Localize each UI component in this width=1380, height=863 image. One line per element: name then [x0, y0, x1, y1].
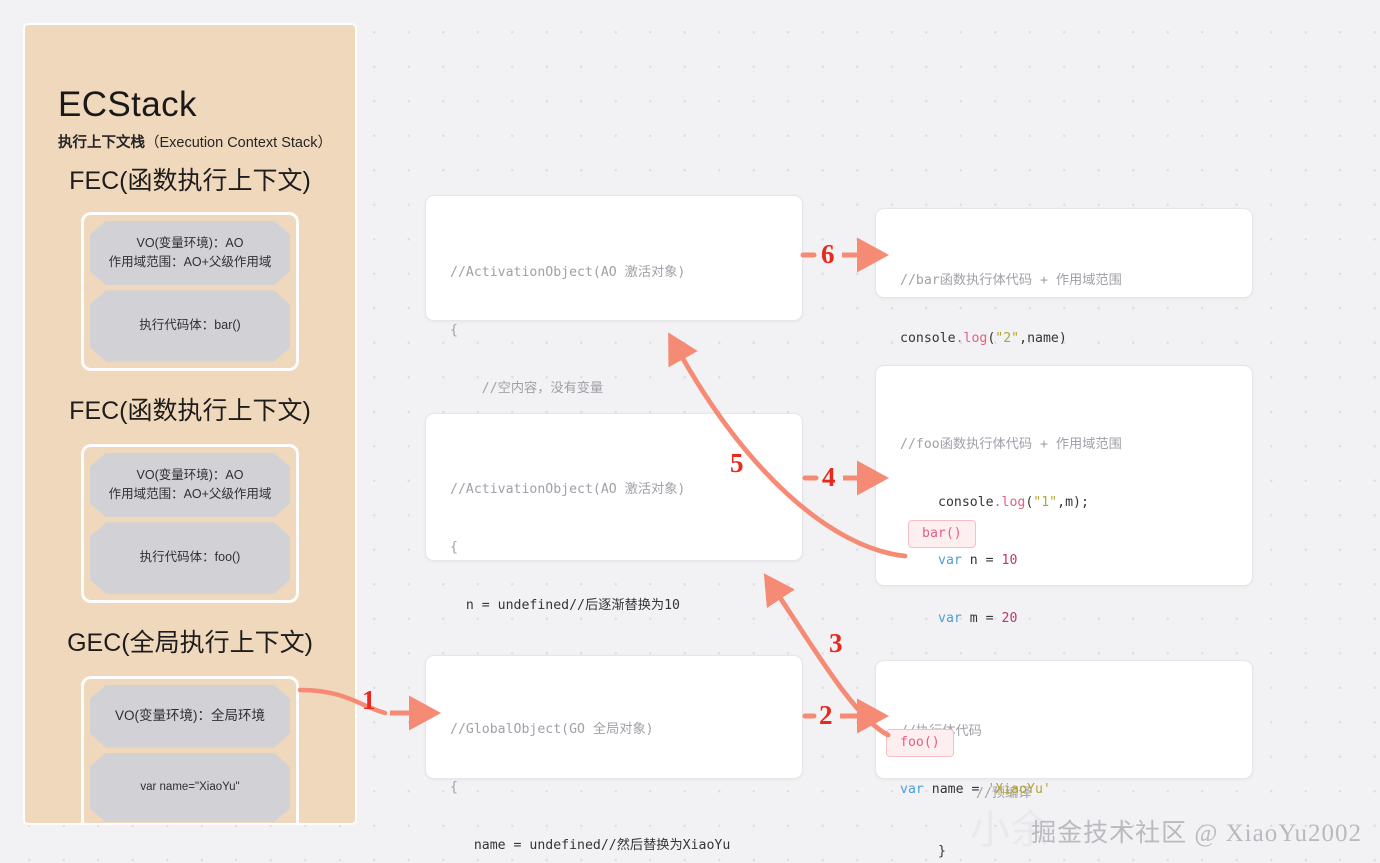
vo-line-2: 作用域范围：AO+父级作用域 [108, 487, 272, 501]
watermark-ghost: 小余 [970, 807, 1050, 852]
context-card-fec-bar: VO(变量环境)：AO 作用域范围：AO+父级作用域 执行代码体：bar() [81, 211, 299, 371]
code-token: 20 [1001, 611, 1018, 627]
panel-subtitle-en: （Execution Context Stack） [145, 135, 332, 151]
bar-call-box[interactable]: bar() [908, 520, 976, 548]
vo-box-fec-foo: VO(变量环境)：AO 作用域范围：AO+父级作用域 [90, 453, 290, 518]
code-token: ( [987, 331, 996, 347]
vo-box-gec: VO(变量环境)：全局环境 [90, 685, 290, 748]
code-token: m = [961, 611, 1002, 627]
context-card-fec-foo: VO(变量环境)：AO 作用域范围：AO+父级作用域 执行代码体：foo() [81, 443, 299, 603]
code-line: //foo函数执行体代码 + 作用域范围 [900, 436, 1122, 452]
global-code: //执行体代码 var name = 'XiaoYu' [876, 661, 1252, 838]
code-token: ,name) [1019, 331, 1067, 347]
code-line: console.log("2",name) [900, 329, 1252, 348]
panel-subtitle: 执行上下文栈（Execution Context Stack） [58, 136, 355, 151]
arrow-number-2: 2 [819, 700, 833, 730]
section-heading-gec: GEC(全局执行上下文) [67, 628, 313, 657]
body-box-gec: var name="XiaoYu" [90, 753, 290, 823]
code-token: .log [993, 495, 1026, 511]
context-card-gec: VO(变量环境)：全局环境 var name="XiaoYu" [81, 675, 299, 823]
arrow-number-6: 6 [821, 239, 835, 269]
code-line: n = undefined//后逐渐替换为10 [450, 598, 680, 614]
code-line: //ActivationObject(AO 激活对象) [450, 481, 686, 497]
foo-call-box-wrap: foo() [886, 729, 954, 757]
code-token: var [900, 782, 924, 798]
code-line: name = undefined//然后替换为XiaoYu [450, 838, 731, 854]
arrow-number-4: 4 [822, 462, 836, 492]
code-token: "1" [1033, 495, 1058, 511]
code-token: 10 [1001, 553, 1018, 569]
code-line: //ActivationObject(AO 激活对象) [450, 264, 686, 280]
body-box-fec-bar: 执行代码体：bar() [90, 290, 290, 361]
code-token: ,m); [1057, 495, 1089, 511]
vo-line-2: 作用域范围：AO+父级作用域 [108, 254, 272, 269]
bar-code: //bar函数执行体代码 + 作用域范围 console.log("2",nam… [876, 209, 1252, 387]
code-line: } [938, 843, 946, 859]
code-line: var m = 20 [900, 609, 1252, 628]
code-token: .log [955, 331, 988, 347]
code-line: { [450, 780, 458, 796]
panel-subtitle-cn: 执行上下文栈 [58, 135, 145, 151]
code-line: var name = 'XiaoYu' [900, 780, 1252, 799]
ecstack-panel: ECStack 执行上下文栈（Execution Context Stack） … [25, 25, 355, 823]
code-token: var [938, 553, 962, 569]
code-line: var n = 10 [900, 551, 1252, 570]
arrow-number-1: 1 [362, 685, 376, 715]
vo-line-1: VO(变量环境)：全局环境 [115, 707, 265, 723]
page-title: ECStack [58, 85, 197, 124]
code-line: //GlobalObject(GO 全局对象) [450, 721, 654, 737]
global-object-card: //GlobalObject(GO 全局对象) { name = undefin… [425, 655, 803, 853]
code-line: //空内容，没有变量 [450, 381, 604, 397]
vo-line-1: VO(变量环境)：AO [136, 235, 244, 250]
code-line: //bar函数执行体代码 + 作用域范围 [900, 272, 1122, 288]
body-box-fec-foo: 执行代码体：foo() [90, 522, 290, 593]
code-token: console [938, 495, 994, 511]
code-token: var [938, 611, 962, 627]
arrow-number-3: 3 [829, 628, 843, 658]
ao-bar-card: //ActivationObject(AO 激活对象) { //空内容，没有变量… [425, 195, 803, 454]
bar-call-box-wrap: bar() [908, 520, 976, 548]
code-line: console.log("1",m); [900, 493, 1252, 512]
vo-line-1: VO(变量环境)：AO [136, 467, 244, 482]
code-line: //预编译 [976, 785, 1032, 801]
section-heading-fec-foo: FEC(函数执行上下文) [69, 396, 311, 425]
watermark: 掘金技术社区 @ XiaoYu2002 [1031, 820, 1362, 847]
global-code-card: //执行体代码 var name = 'XiaoYu' foo() [875, 660, 1253, 797]
foo-call-box[interactable]: foo() [886, 729, 954, 757]
arrow-number-5: 5 [730, 448, 744, 478]
code-token: ( [1025, 495, 1034, 511]
code-token: name = [923, 782, 988, 798]
code-token: 'XiaoYu' [987, 782, 1051, 798]
code-token: "2" [995, 331, 1020, 347]
section-heading-fec-bar: FEC(函数执行上下文) [69, 166, 311, 195]
vo-box-fec-bar: VO(变量环境)：AO 作用域范围：AO+父级作用域 [90, 221, 290, 286]
code-token: console [900, 331, 956, 347]
foo-code-card: //foo函数执行体代码 + 作用域范围 console.log("1",m);… [875, 365, 1253, 859]
code-line: { [450, 540, 458, 556]
code-line: { [450, 323, 458, 339]
global-object-code: //GlobalObject(GO 全局对象) { name = undefin… [426, 656, 802, 863]
code-token: n = [961, 553, 1002, 569]
bar-code-card: //bar函数执行体代码 + 作用域范围 console.log("2",nam… [875, 208, 1253, 346]
ao-foo-card: //ActivationObject(AO 激活对象) { n = undefi… [425, 413, 803, 730]
